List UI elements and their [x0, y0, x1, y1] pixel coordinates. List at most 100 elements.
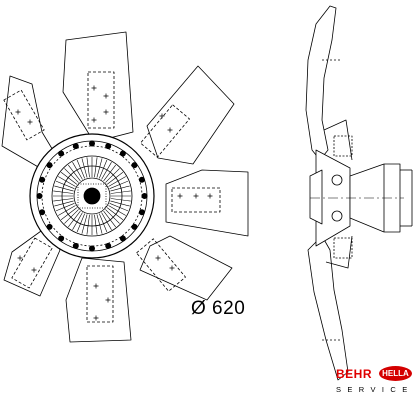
rivet-mark — [159, 113, 165, 119]
cooling-rib — [64, 209, 79, 224]
cooling-rib — [58, 205, 76, 216]
rivet-mark — [17, 255, 23, 261]
rivet-mark — [31, 267, 37, 273]
fan-blade — [62, 31, 134, 143]
fan-blades — [1, 31, 249, 343]
rivet-mark — [177, 193, 183, 199]
service-logo-text: SERVICE — [336, 385, 414, 394]
cooling-rib — [99, 213, 108, 233]
hub-bolt — [131, 162, 138, 169]
rivet-mark — [105, 297, 111, 303]
behr-logo-text: BEHR — [336, 367, 373, 381]
cooling-rib — [103, 164, 116, 182]
cooling-rib — [105, 209, 120, 224]
hub-bolt — [105, 143, 112, 150]
cooling-rib — [101, 162, 112, 180]
hub-bolt — [138, 176, 145, 183]
blade-profile-side — [305, 5, 337, 161]
hub-bolt — [58, 150, 65, 157]
cooling-rib — [86, 214, 90, 235]
rivet-mark — [103, 93, 109, 99]
hub-bolt — [36, 192, 43, 199]
fan-blade — [140, 65, 235, 165]
rivet-mark — [93, 315, 99, 321]
hub-bolt — [39, 209, 46, 216]
rivet-marks — [15, 85, 213, 321]
cooling-rib — [54, 185, 74, 192]
cooling-rib — [105, 168, 120, 183]
cooling-rib — [55, 203, 75, 212]
diameter-label: Ø 620 — [191, 298, 246, 319]
hub-bolt — [89, 245, 96, 252]
cooling-rib — [108, 176, 126, 187]
cooling-rib — [68, 210, 81, 228]
hub-bolt — [138, 209, 145, 216]
hub-bolt — [39, 176, 46, 183]
hub-cooling-ribs — [53, 157, 131, 235]
fan-blade — [136, 235, 233, 301]
cooling-rib — [110, 198, 131, 202]
fan-hub — [29, 133, 155, 259]
rivet-mark — [103, 109, 109, 115]
rivet-mark — [93, 283, 99, 289]
rivet-mark — [193, 193, 199, 199]
cooling-rib — [76, 213, 85, 233]
hub-bolt — [72, 143, 79, 150]
cooling-rib — [110, 200, 130, 207]
cooling-rib — [53, 190, 74, 194]
hub-bolt — [105, 242, 112, 249]
cooling-rib — [110, 185, 130, 192]
cooling-rib — [60, 207, 78, 220]
behr-hella-service-logo: BEHR HELLA SERVICE — [336, 366, 416, 398]
fan-blade — [65, 257, 132, 343]
rivet-mark — [91, 85, 97, 91]
cooling-rib — [55, 180, 75, 189]
cooling-rib — [99, 159, 108, 179]
hub-bolt — [119, 235, 126, 242]
cooling-rib — [60, 172, 78, 185]
cooling-rib — [103, 210, 116, 228]
cooling-rib — [94, 157, 98, 178]
fan-blade — [165, 169, 249, 237]
hub-bolt — [58, 235, 65, 242]
cooling-rib — [96, 214, 103, 234]
rivet-mark — [91, 117, 97, 123]
cooling-rib — [68, 164, 81, 182]
fan-front-view — [1, 31, 249, 343]
cooling-rib — [110, 190, 131, 194]
cooling-rib — [106, 172, 124, 185]
hub-bolt — [119, 150, 126, 157]
hub-bolt — [46, 162, 53, 169]
hub-bolt — [89, 140, 96, 147]
rivet-mark — [15, 109, 21, 115]
cooling-rib — [53, 198, 74, 202]
cooling-rib — [54, 200, 74, 207]
cooling-rib — [58, 176, 76, 187]
fan-blade — [3, 225, 61, 297]
cooling-rib — [94, 214, 98, 235]
blade-profile-side-lower — [307, 235, 349, 381]
rivet-mark — [207, 193, 213, 199]
cooling-rib — [101, 212, 112, 230]
rivet-mark — [169, 265, 175, 271]
cooling-rib — [81, 214, 88, 234]
hub-bolt — [46, 223, 53, 230]
cooling-rib — [109, 180, 129, 189]
cooling-rib — [109, 203, 129, 212]
rivet-mark — [155, 255, 161, 261]
rivet-mark — [27, 119, 33, 125]
hub-bolt — [72, 242, 79, 249]
hub-bolt — [131, 223, 138, 230]
fan-side-view — [305, 5, 413, 381]
fan-mounting-shaft — [349, 163, 401, 233]
cooling-rib — [96, 158, 103, 178]
cooling-rib — [64, 168, 79, 183]
cooling-rib — [76, 159, 85, 179]
rivet-mark — [167, 127, 173, 133]
cooling-rib — [72, 212, 83, 230]
hub-bolt — [141, 192, 148, 199]
cooling-rib — [72, 162, 83, 180]
cooling-rib — [108, 205, 126, 216]
